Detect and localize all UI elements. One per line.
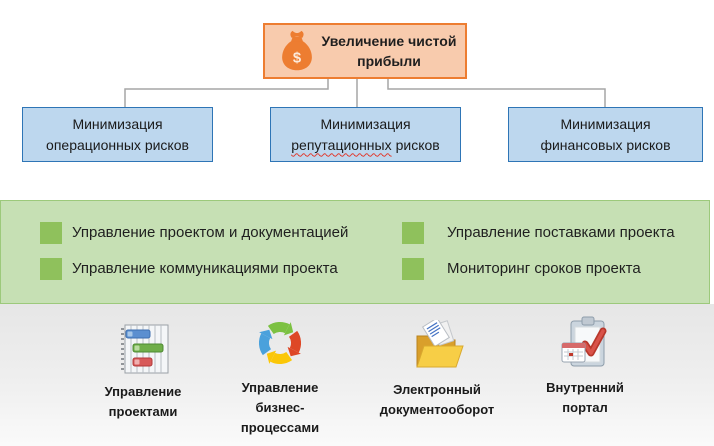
risk-box-line2: финансовых рисков bbox=[540, 136, 671, 153]
process-cycle-icon bbox=[202, 314, 358, 370]
bullet-square-icon bbox=[402, 258, 424, 280]
goal-title-line2: прибыли bbox=[357, 53, 421, 69]
risk-box-line1: Минимизация bbox=[320, 115, 411, 132]
function-item: Управление проектом и документацией bbox=[72, 224, 349, 241]
function-item: Управление поставками проекта bbox=[447, 224, 675, 241]
system-label-line: Внутренний bbox=[546, 380, 624, 395]
clipboard-check-icon bbox=[505, 314, 665, 370]
system-label-line: процессами bbox=[240, 420, 320, 436]
system-card-edocflow: Электронный документооборот bbox=[355, 316, 519, 420]
system-card-project-management: Управление проектами bbox=[65, 318, 221, 422]
system-label-line: Электронный bbox=[393, 382, 481, 397]
risk-box-financial: Минимизация финансовых рисков bbox=[508, 107, 703, 162]
goal-title: Увеличение чистой прибыли bbox=[321, 31, 457, 72]
risk-box-line2: операционных рисков bbox=[46, 136, 189, 153]
system-card-business-processes: Управление бизнес- процессами bbox=[202, 314, 358, 438]
goal-box: $ Увеличение чистой прибыли bbox=[263, 23, 467, 79]
risk-box-line1: Минимизация bbox=[560, 115, 651, 132]
bullet-square-icon bbox=[402, 222, 424, 244]
money-bag-icon: $ bbox=[279, 30, 315, 72]
svg-text:$: $ bbox=[293, 50, 302, 66]
functions-panel bbox=[0, 200, 710, 304]
system-label: Управление проектами bbox=[65, 382, 221, 422]
gantt-chart-icon bbox=[65, 318, 221, 374]
goal-title-line1: Увеличение чистой bbox=[321, 32, 457, 49]
folder-documents-icon bbox=[355, 316, 519, 372]
system-label-line: бизнес- bbox=[255, 400, 305, 416]
system-label-line: проектами bbox=[108, 404, 178, 420]
risk-box-operational: Минимизация операционных рисков bbox=[22, 107, 213, 162]
connector-lines bbox=[124, 79, 606, 108]
function-item: Мониторинг сроков проекта bbox=[447, 260, 641, 277]
risk-box-line2-rest: рисков bbox=[395, 136, 440, 153]
misspelled-word: репутационных bbox=[291, 136, 392, 153]
function-item: Управление коммуникациями проекта bbox=[72, 260, 338, 277]
system-label-line: Управление bbox=[241, 380, 319, 395]
system-label-line: Управление bbox=[104, 384, 182, 399]
system-card-internal-portal: Внутренний портал bbox=[505, 314, 665, 418]
system-label: Внутренний портал bbox=[505, 378, 665, 418]
system-label-line: документооборот bbox=[379, 402, 495, 418]
system-label-line: портал bbox=[562, 400, 608, 416]
bullet-square-icon bbox=[40, 222, 62, 244]
system-label: Электронный документооборот bbox=[355, 380, 519, 420]
bullet-square-icon bbox=[40, 258, 62, 280]
risk-box-line1: Минимизация bbox=[72, 115, 163, 132]
system-label: Управление бизнес- процессами bbox=[202, 378, 358, 438]
